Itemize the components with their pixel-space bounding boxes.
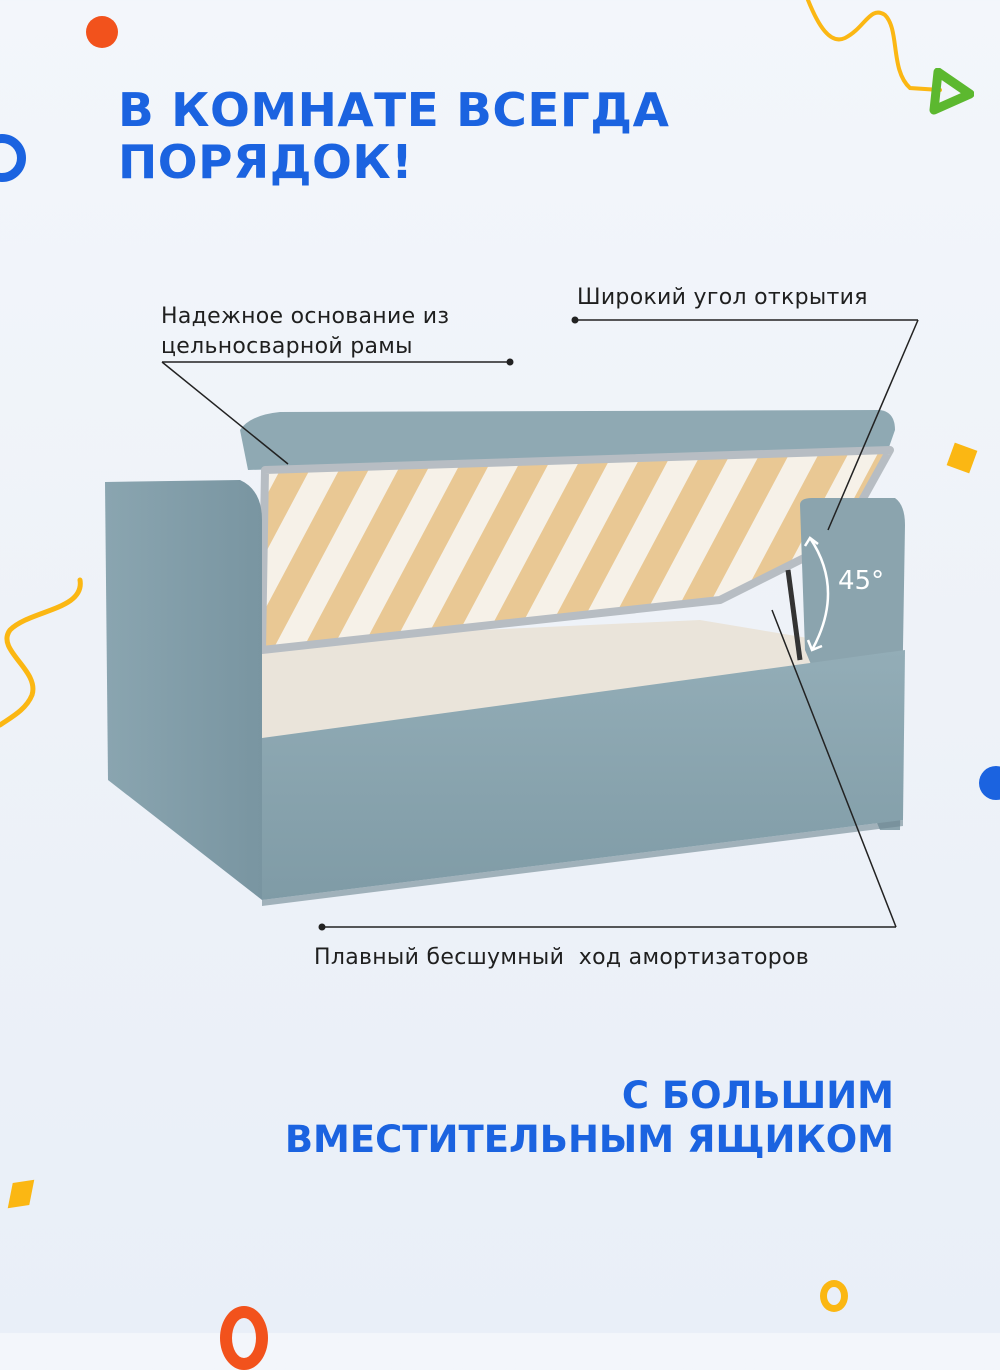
headline-top: В КОМНАТЕ ВСЕГДА ПОРЯДОК! xyxy=(118,84,669,188)
callout-frame: Надежное основание из цельносварной рамы xyxy=(161,302,449,362)
callout-angle: Широкий угол открытия xyxy=(577,285,868,310)
headline-top-line1: В КОМНАТЕ ВСЕГДА xyxy=(118,83,670,137)
headline-top-line2: ПОРЯДОК! xyxy=(118,135,414,189)
yellow-squiggle-left-icon xyxy=(0,577,83,728)
callout-shock: Плавный бесшумный ход амортизаторов xyxy=(314,945,810,970)
callout-lines xyxy=(161,316,919,931)
orange-dot-icon xyxy=(86,16,118,48)
blue-dot-right-icon xyxy=(979,766,1000,800)
yellow-ring-icon xyxy=(820,1280,848,1312)
callout-frame-line1: Надежное основание из xyxy=(161,304,450,329)
headline-bottom-line1: С БОЛЬШИМ xyxy=(621,1074,894,1117)
blue-ring-icon xyxy=(0,134,26,182)
bed-image xyxy=(105,410,905,906)
headline-bottom-line2: ВМЕСТИТЕЛЬНЫМ ЯЩИКОМ xyxy=(284,1118,894,1161)
angle-value-label: 45° xyxy=(838,566,885,596)
callout-frame-line2: цельносварной рамы xyxy=(161,334,413,359)
headline-bottom: С БОЛЬШИМ ВМЕСТИТЕЛЬНЫМ ЯЩИКОМ xyxy=(285,1074,894,1162)
yellow-squiggle-top-icon xyxy=(806,0,942,92)
green-triangle-icon xyxy=(929,68,974,115)
